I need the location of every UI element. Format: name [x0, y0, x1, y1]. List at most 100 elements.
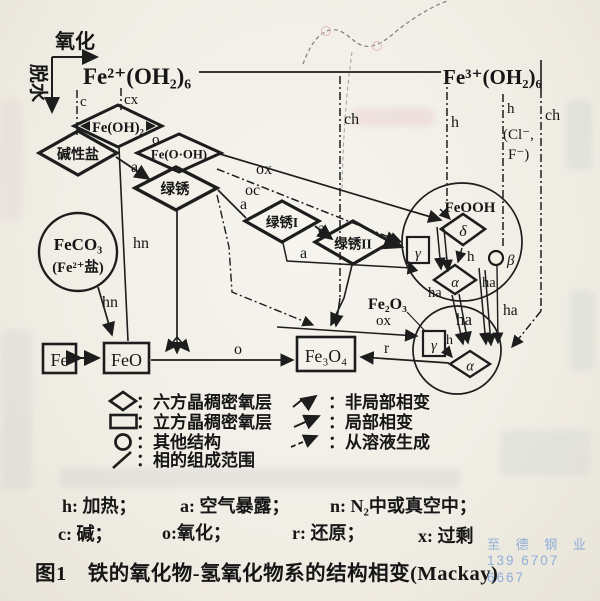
edge-h-mid-label: h [451, 114, 459, 131]
node-basic-salt-diamond [35, 129, 121, 177]
node-green-rust-1-diamond [241, 199, 323, 244]
node-gamma-top-label: γ [415, 246, 422, 262]
edge-dbl-arrow-1 [433, 226, 446, 271]
node-fe2o3-label: Fe₂O₃ [368, 296, 407, 313]
edge-a2-label: a [240, 196, 247, 213]
key-item: x: 过剩 [418, 525, 474, 546]
node-beta-circle [487, 249, 505, 267]
legend: ：六方晶稠密氧层 ：立方晶稠密氧层 ：其他结构 ：相的组成范围 ：非局部相变 ：… [107, 390, 430, 470]
trident-arrow-left [165, 336, 178, 353]
edge-hn2-label: hn [102, 294, 118, 311]
node-alpha-top-label: α [451, 275, 459, 291]
legend-arrow-label: ：从溶液生成 [328, 432, 430, 452]
edge-a1-arrow [115, 156, 151, 181]
bleed-through-smudge [570, 290, 594, 370]
range-arrow-right [146, 121, 156, 131]
key-item: n: N₂中或真空中； [330, 495, 477, 516]
node-green-rust-diamond [131, 165, 221, 212]
edge-ha-arrow-2 [458, 293, 472, 345]
node-alpha-bottom-label: α [466, 359, 474, 375]
edge-ha1-label: ha [428, 285, 442, 301]
node-gamma-bottom-box [421, 329, 447, 358]
range-arrow-left [80, 121, 90, 131]
node-fe-o-oh-diamond [133, 132, 225, 174]
edge-gr2-gamma-arrow [381, 231, 405, 250]
key-item: o:氧化； [162, 522, 231, 543]
node-fe-o-oh-label: Fe(O·OH) [151, 148, 207, 162]
feooh-group-ellipse [401, 182, 523, 302]
edge-h-delta-label: h [467, 249, 475, 265]
node-fe-label: Fe [51, 350, 69, 370]
edge-dbl-arrow-2 [440, 228, 453, 273]
edge-feooh-delta-arrow [438, 207, 451, 220]
node-beta-label: β [506, 253, 515, 269]
legend-cubic-rect-icon [109, 413, 138, 430]
node-fe2-aquo: Fe²⁺(OH₂)₆ [83, 64, 191, 89]
bleed-through-smudge [352, 108, 434, 126]
bleed-through-smudge [566, 100, 592, 170]
node-feco3-circle [37, 211, 119, 293]
node-alpha-top-diamond [431, 263, 479, 296]
edge-h-anion-label: h [507, 101, 515, 117]
edge-h-gamma-label: h [446, 333, 453, 348]
legend-shape-label: ：相的组成范围 [136, 450, 255, 470]
key-item: h: 加热； [62, 495, 137, 516]
edge-solution-diag [216, 194, 315, 327]
legend-other-structure-icon [114, 433, 132, 451]
node-feooh-label: FeOOH [445, 200, 496, 216]
trident-arrow-right [176, 336, 190, 353]
edge-a3-arrow [314, 224, 334, 241]
node-green-rust-2-label: 绿锈II [334, 236, 372, 252]
watermark-phone: 139 6707 6667 [487, 553, 560, 586]
key-item: a: 空气暴露； [180, 495, 290, 516]
anion-note-line1: (Cl⁻, [503, 127, 534, 143]
edge-ha3-label: ha [456, 310, 473, 329]
edge-r-label: r [384, 340, 390, 357]
gamma-alpha-group-circle [412, 305, 502, 395]
anion-note-line2: F⁻) [508, 147, 529, 163]
edge-gr-gr1-line [217, 189, 247, 219]
edge-ha-arrow-4 [484, 269, 497, 347]
bleed-through-smudge [2, 330, 32, 490]
legend-local-arrow-icon [293, 414, 321, 430]
edge-cx-label: cx [124, 92, 139, 108]
legend-arrow-label: ：非局部相变 [328, 392, 430, 412]
node-feco3-note: (Fe²⁺盐) [52, 258, 104, 276]
node-alpha-bottom-diamond [447, 349, 493, 379]
legend-arrow-label: ：局部相变 [328, 412, 413, 432]
edge-a1-label: a [131, 159, 138, 176]
node-feo-box [102, 341, 151, 375]
oxidation-axis-label: 氧化 [54, 29, 95, 53]
node-fe3o4-box [295, 335, 357, 373]
node-delta-diamond [438, 212, 488, 247]
edge-a3-label: a [318, 220, 325, 237]
edge-a4-label: a [300, 245, 307, 262]
key-item: c: 碱； [58, 523, 112, 544]
edge-ch-right-diag [511, 310, 542, 349]
legend-from-solution-arrow-icon [290, 434, 319, 448]
edge-oc-long-arrow [216, 168, 403, 244]
node-basic-salt-label: 碱性盐 [57, 146, 99, 163]
edge-ox-long-arrow [219, 153, 443, 223]
legend-shape-label: ：立方晶稠密氧层 [136, 412, 272, 432]
edge-h-delta-arrow [455, 247, 467, 264]
node-green-rust-label: 绿锈 [161, 180, 190, 198]
watermark-name: 至 德 钢 业 [487, 537, 592, 552]
edge-o-mid-label: o [234, 341, 242, 358]
watermark: 至 德 钢 业 139 6707 6667 [487, 537, 600, 587]
edge-hn-vert [118, 147, 129, 342]
edge-ha4-label: ha [503, 302, 518, 319]
edge-o-top-label: o [152, 132, 160, 148]
symbol-key: h: 加热； a: 空气暴露； n: N₂中或真空中； c: 碱； o:氧化； … [58, 495, 477, 546]
node-delta-label: δ [459, 223, 467, 240]
bleed-through-smudge [500, 430, 590, 475]
dehydration-axis-label: 脱水 [27, 64, 50, 103]
edge-c-label: c [80, 94, 87, 110]
edge-ox-bottom-label: ox [376, 313, 392, 329]
edge-beta-down-arrow [492, 265, 504, 345]
key-item: r: 还原； [292, 523, 364, 543]
bleed-through-smudge [60, 468, 460, 488]
legend-nonlocal-arrow-icon [292, 394, 318, 412]
